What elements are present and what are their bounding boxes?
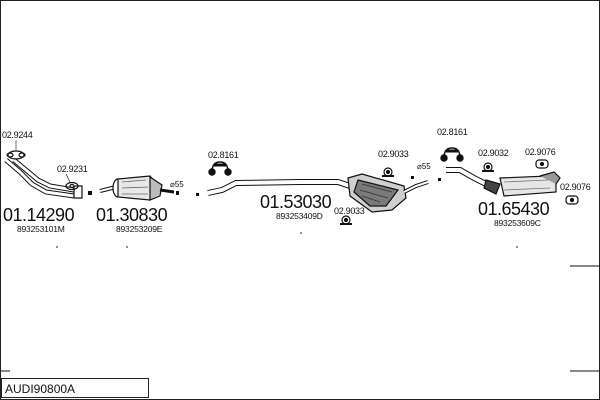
rear-silencer [483, 171, 561, 197]
catalytic-converter [99, 175, 175, 201]
accessory-code-02-9076-a: 02.9076 [525, 147, 556, 157]
dot-mark-3 [126, 246, 128, 248]
hanger-02-9032 [482, 162, 494, 172]
accessory-code-02-9033-b: 02.9033 [334, 206, 365, 216]
hanger-02-9076-a [535, 159, 549, 169]
accessory-code-02-8161-a: 02.8161 [208, 150, 239, 160]
diameter-label-2: ⌀55 [417, 162, 431, 171]
part-number-1: 01.14290 [3, 205, 75, 225]
dot-mark-4 [516, 246, 518, 248]
accessory-code-02-9076-b: 02.9076 [560, 182, 591, 192]
part-number-3: 01.53030 [260, 192, 332, 212]
gasket-02-9231 [65, 173, 79, 191]
clamp-4 [411, 176, 414, 179]
oem-number-2: 893253209E [116, 224, 163, 234]
accessory-code-02-9033-a: 02.9033 [378, 149, 409, 159]
front-downpipe [4, 158, 83, 199]
oem-number-4: 893253609C [494, 218, 541, 228]
accessory-code-02-9231: 02.9231 [57, 164, 88, 174]
oem-number-1: 893253101M [17, 224, 65, 234]
accessory-code-02-8161-b: 02.8161 [437, 127, 468, 137]
clamp-5 [438, 178, 441, 181]
hanger-02-9033-a [382, 167, 394, 177]
middle-silencer [347, 173, 429, 213]
clamp-2 [176, 191, 179, 195]
part-number-4: 01.65430 [478, 199, 550, 219]
accessory-code-02-9244: 02.9244 [2, 130, 33, 140]
hanger-02-9076-b [565, 195, 579, 205]
dot-mark-2 [56, 246, 58, 248]
hanger-02-8161-a [208, 161, 232, 176]
model-title: AUDI90800A [1, 378, 149, 398]
part-number-2: 01.30830 [96, 205, 168, 225]
accessory-code-02-9032: 02.9032 [478, 148, 509, 158]
clamp-1 [88, 191, 92, 195]
hanger-02-9033-b [340, 215, 352, 225]
middle-pipe [207, 179, 351, 196]
oem-number-3: 893253409D [276, 211, 323, 221]
hanger-02-8161-b [440, 147, 464, 162]
diameter-label-1: ⌀55 [170, 180, 184, 189]
dot-mark-1 [300, 232, 302, 234]
rear-pipe [446, 167, 492, 189]
gasket-02-9244 [6, 140, 26, 160]
clamp-3 [196, 193, 199, 196]
